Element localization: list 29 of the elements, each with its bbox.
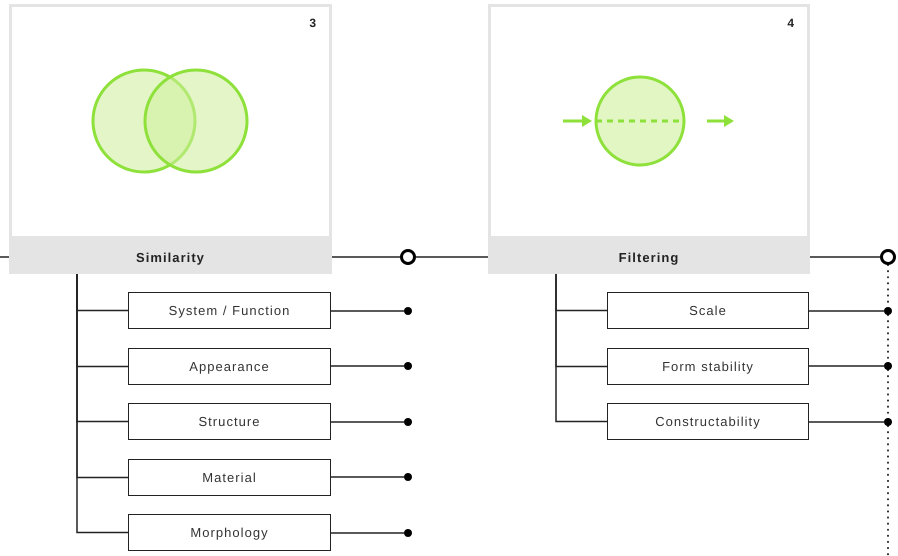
card-number: 4 [787, 17, 794, 29]
category-box: Constructability [607, 403, 809, 440]
card-title: Filtering [618, 251, 680, 264]
connector-line [555, 274, 607, 422]
connector-line [331, 310, 404, 312]
connector-line [331, 476, 404, 478]
dotted-connector [887, 425, 889, 556]
connector-line [331, 532, 404, 534]
category-box: Structure [128, 403, 331, 440]
category-box: System / Function [128, 292, 331, 329]
connector-line [332, 256, 400, 258]
connector-line [809, 421, 884, 423]
connector-line [331, 365, 404, 367]
category-box: Material [128, 459, 331, 496]
connector-line [809, 365, 884, 367]
connector-line [810, 256, 880, 258]
connector-line [416, 256, 488, 258]
connector-line [331, 421, 404, 423]
card [488, 4, 810, 274]
card [9, 4, 332, 274]
connector-line [76, 274, 128, 534]
connector-line [809, 310, 884, 312]
category-box: Appearance [128, 348, 331, 385]
category-box: Morphology [128, 514, 331, 551]
card-number: 3 [309, 17, 316, 29]
category-box: Form stability [607, 348, 809, 385]
card-title: Similarity [136, 251, 205, 264]
category-box: Scale [607, 292, 809, 329]
connector-line [0, 256, 9, 258]
